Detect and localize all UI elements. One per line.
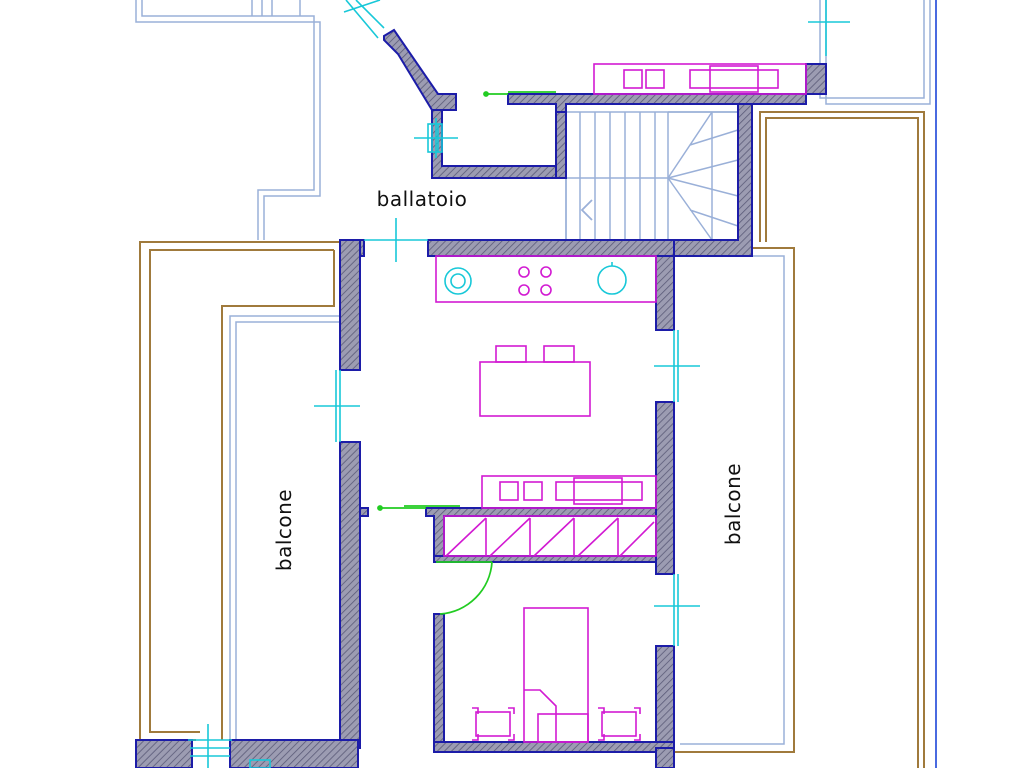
window-bottom-left-icon <box>188 724 232 768</box>
washing-machine-icon <box>444 267 472 295</box>
landing-hob-1 <box>623 69 643 89</box>
window-diagonal-icon <box>343 0 385 39</box>
corridor-sink <box>555 481 643 501</box>
label-balcone-right: balcone <box>721 463 745 545</box>
wall-bottom-left-2 <box>229 739 359 768</box>
nightstand-right <box>601 711 637 737</box>
window-right-upper-icon <box>654 330 700 402</box>
wardrobe <box>443 515 657 557</box>
page-edge <box>935 0 945 768</box>
wall-entry-left <box>431 109 557 179</box>
left-balcony-railing <box>139 241 340 741</box>
wall-bottom-center <box>433 741 675 753</box>
wall-bottom-right <box>655 747 675 768</box>
walls <box>135 28 827 768</box>
corridor-hob-2 <box>523 481 543 501</box>
staircase <box>565 111 739 241</box>
window-top-right-icon <box>808 0 850 56</box>
wall-left-middle <box>339 441 361 749</box>
window-right-lower-icon <box>654 574 700 646</box>
dining-table <box>479 361 591 417</box>
door-bedroom-swing <box>436 561 493 615</box>
sliding-door-corridor <box>380 505 460 509</box>
upper-left-outline <box>135 0 321 240</box>
stair-direction-arrow <box>580 199 593 221</box>
corridor-hob-1 <box>499 481 519 501</box>
kitchen-counter <box>435 255 657 303</box>
label-balcone-left: balcone <box>272 489 296 571</box>
stove-burner-icon <box>518 266 552 296</box>
landing-counter <box>593 63 807 95</box>
wall-stair-right <box>673 103 753 257</box>
sink-basin-icon <box>597 265 627 295</box>
wall-left-stub <box>359 507 369 517</box>
sliding-door-top <box>486 91 556 95</box>
wall-kitchen-top <box>427 239 675 257</box>
wall-right-middle <box>655 401 675 575</box>
dining-chair-1 <box>495 345 527 363</box>
landing-hob-2 <box>645 69 665 89</box>
dining-chair-2 <box>543 345 575 363</box>
label-ballatoio: ballatoio <box>377 187 468 211</box>
wall-bottom-left <box>135 739 193 768</box>
furniture <box>435 63 807 743</box>
wall-bedroom-left <box>433 613 445 749</box>
landing-sink <box>689 69 779 89</box>
wall-top-landing <box>507 63 827 113</box>
upper-right-outline <box>819 0 931 105</box>
door-swings <box>377 91 556 615</box>
wall-right-lower <box>655 645 675 749</box>
door-kitchen-top-icon <box>364 218 428 262</box>
wall-entry-angled <box>383 28 457 111</box>
appliances <box>444 262 627 295</box>
wall-left-upper <box>339 239 361 371</box>
wall-right-upper <box>655 255 675 331</box>
corridor-counter <box>481 475 657 509</box>
window-left-icon <box>314 370 360 442</box>
nightstand-left <box>475 711 511 737</box>
openings <box>188 0 850 768</box>
